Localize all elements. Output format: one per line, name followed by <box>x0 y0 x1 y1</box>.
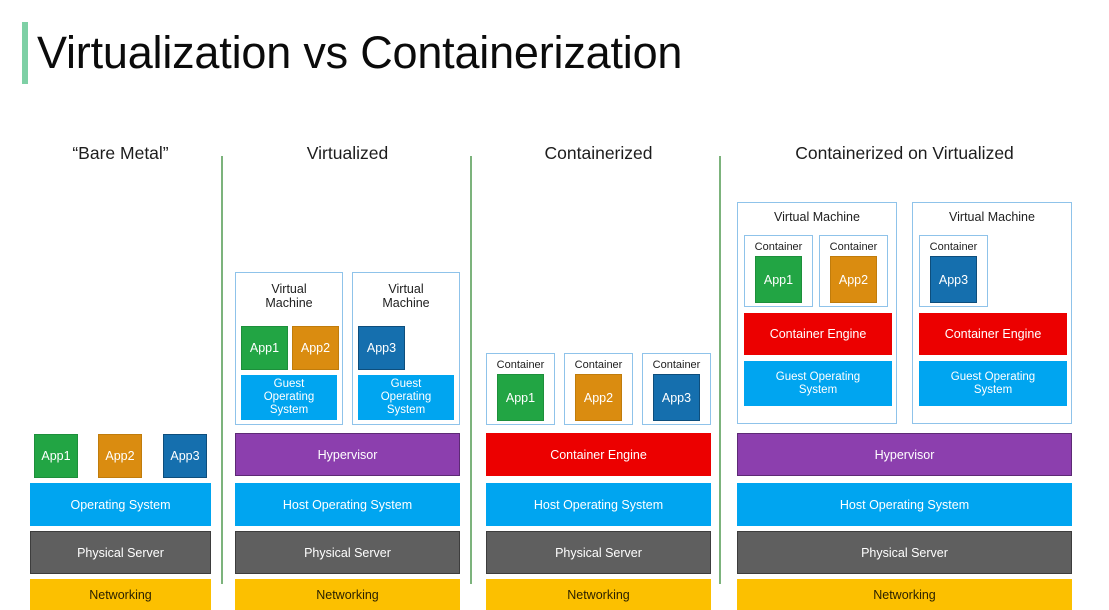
layer-guest-operating-system[interactable]: Guest Operating System <box>358 375 454 420</box>
layer-hypervisor[interactable]: Hypervisor <box>737 433 1072 476</box>
container-row: Container App3 <box>919 235 988 307</box>
layer-host-operating-system[interactable]: Host Operating System <box>737 483 1072 526</box>
app-box-app2[interactable]: App2 <box>292 326 339 370</box>
app-box-app2[interactable]: App2 <box>575 374 622 421</box>
container-label: Container <box>652 359 701 371</box>
guest-os-line3: System <box>386 403 426 416</box>
layer-container-engine[interactable]: Container Engine <box>486 433 711 476</box>
container-row: Container App1 Container App2 Container … <box>486 353 711 425</box>
container-label: Container <box>574 359 623 371</box>
layer-physical-server[interactable]: Physical Server <box>235 531 460 574</box>
slide-title-row: Virtualization vs Containerization <box>22 22 682 84</box>
layer-physical-server[interactable]: Physical Server <box>486 531 711 574</box>
vm-label-line2: Machine <box>382 296 430 310</box>
app-box-app1[interactable]: App1 <box>755 256 802 303</box>
column-title-virtualized: Virtualized <box>306 143 389 163</box>
page-title: Virtualization vs Containerization <box>37 27 683 78</box>
app-row: App1 App2 <box>241 326 339 370</box>
virtual-machine-1[interactable]: Virtual Machine Container App1 Container… <box>737 202 897 424</box>
app-box-app3[interactable]: App3 <box>653 374 700 421</box>
container-label: Container <box>929 241 978 253</box>
column-body-virtualized: Virtual Machine App1 App2 Guest Operatin… <box>235 170 460 610</box>
layer-hypervisor[interactable]: Hypervisor <box>235 433 460 476</box>
vm-label-line1: Virtual <box>388 282 424 296</box>
layer-physical-server[interactable]: Physical Server <box>30 531 211 574</box>
app-box-app3[interactable]: App3 <box>358 326 405 370</box>
app-box-app1[interactable]: App1 <box>497 374 544 421</box>
container-1[interactable]: Container App1 <box>744 235 813 307</box>
app-row: App3 <box>358 326 405 370</box>
column-containerized: Containerized Container App1 Container A… <box>486 140 711 610</box>
guest-os-line2: System <box>798 383 838 396</box>
container-label: Container <box>829 241 878 253</box>
column-body-containerized: Container App1 Container App2 Container … <box>486 170 711 610</box>
column-bare-metal: “Bare Metal” App1 App2 App3 Operating Sy… <box>30 140 211 610</box>
app-box-app2[interactable]: App2 <box>98 434 142 478</box>
app-box-app3[interactable]: App3 <box>930 256 977 303</box>
layer-networking[interactable]: Networking <box>737 579 1072 610</box>
virtual-machine-label: Virtual Machine <box>353 282 459 310</box>
layer-host-operating-system[interactable]: Host Operating System <box>486 483 711 526</box>
column-title-containerized-on-virtualized: Containerized on Virtualized <box>795 143 1014 163</box>
guest-os-line3: System <box>269 403 309 416</box>
container-2[interactable]: Container App2 <box>564 353 633 425</box>
column-separator-3 <box>719 156 721 584</box>
virtual-machine-label: Virtual Machine <box>949 210 1035 224</box>
guest-os-line2: Operating <box>380 391 432 404</box>
app-box-app1[interactable]: App1 <box>241 326 288 370</box>
layer-networking[interactable]: Networking <box>486 579 711 610</box>
container-row: Container App1 Container App2 <box>744 235 888 307</box>
layer-container-engine[interactable]: Container Engine <box>919 313 1067 355</box>
layer-operating-system[interactable]: Operating System <box>30 483 211 526</box>
app-box-app3[interactable]: App3 <box>163 434 207 478</box>
container-3[interactable]: Container App3 <box>642 353 711 425</box>
column-body-bare-metal: App1 App2 App3 Operating System Physical… <box>30 170 211 610</box>
container-1[interactable]: Container App1 <box>486 353 555 425</box>
virtual-machine-label: Virtual Machine <box>774 210 860 224</box>
layer-networking[interactable]: Networking <box>30 579 211 610</box>
layer-container-engine[interactable]: Container Engine <box>744 313 892 355</box>
container-label: Container <box>754 241 803 253</box>
column-separator-2 <box>470 156 472 584</box>
container-label: Container <box>496 359 545 371</box>
layer-guest-operating-system[interactable]: Guest Operating System <box>919 361 1067 406</box>
title-accent-bar <box>22 22 28 84</box>
virtual-machine-row: Virtual Machine Container App1 Container… <box>737 202 1072 424</box>
app-box-app2[interactable]: App2 <box>830 256 877 303</box>
guest-os-line2: System <box>973 383 1013 396</box>
guest-os-line1: Guest <box>273 378 305 391</box>
guest-os-line1: Guest Operating <box>950 370 1036 383</box>
vm-label-line1: Virtual <box>271 282 307 296</box>
virtual-machine-label: Virtual Machine <box>236 282 342 310</box>
column-virtualized: Virtualized Virtual Machine App1 App2 Gu… <box>235 140 460 610</box>
layer-networking[interactable]: Networking <box>235 579 460 610</box>
layer-guest-operating-system[interactable]: Guest Operating System <box>241 375 337 420</box>
app-box-app1[interactable]: App1 <box>34 434 78 478</box>
guest-os-line1: Guest Operating <box>775 370 861 383</box>
container-1[interactable]: Container App3 <box>919 235 988 307</box>
column-containerized-on-virtualized: Containerized on Virtualized Virtual Mac… <box>737 140 1072 610</box>
virtual-machine-2[interactable]: Virtual Machine App3 Guest Operating Sys… <box>352 272 460 425</box>
layer-guest-operating-system[interactable]: Guest Operating System <box>744 361 892 406</box>
layer-physical-server[interactable]: Physical Server <box>737 531 1072 574</box>
column-title-bare-metal: “Bare Metal” <box>72 143 169 163</box>
virtual-machine-row: Virtual Machine App1 App2 Guest Operatin… <box>235 272 460 425</box>
virtual-machine-2[interactable]: Virtual Machine Container App3 Container… <box>912 202 1072 424</box>
column-body-containerized-on-virtualized: Virtual Machine Container App1 Container… <box>737 170 1072 610</box>
vm-label-line2: Machine <box>265 296 313 310</box>
container-2[interactable]: Container App2 <box>819 235 888 307</box>
column-separator-1 <box>221 156 223 584</box>
virtual-machine-1[interactable]: Virtual Machine App1 App2 Guest Operatin… <box>235 272 343 425</box>
guest-os-line2: Operating <box>263 391 315 404</box>
app-row: App1 App2 App3 <box>30 434 211 478</box>
diagram-board: “Bare Metal” App1 App2 App3 Operating Sy… <box>0 140 1109 610</box>
column-title-containerized: Containerized <box>544 143 653 163</box>
layer-host-operating-system[interactable]: Host Operating System <box>235 483 460 526</box>
guest-os-line1: Guest <box>390 378 422 391</box>
